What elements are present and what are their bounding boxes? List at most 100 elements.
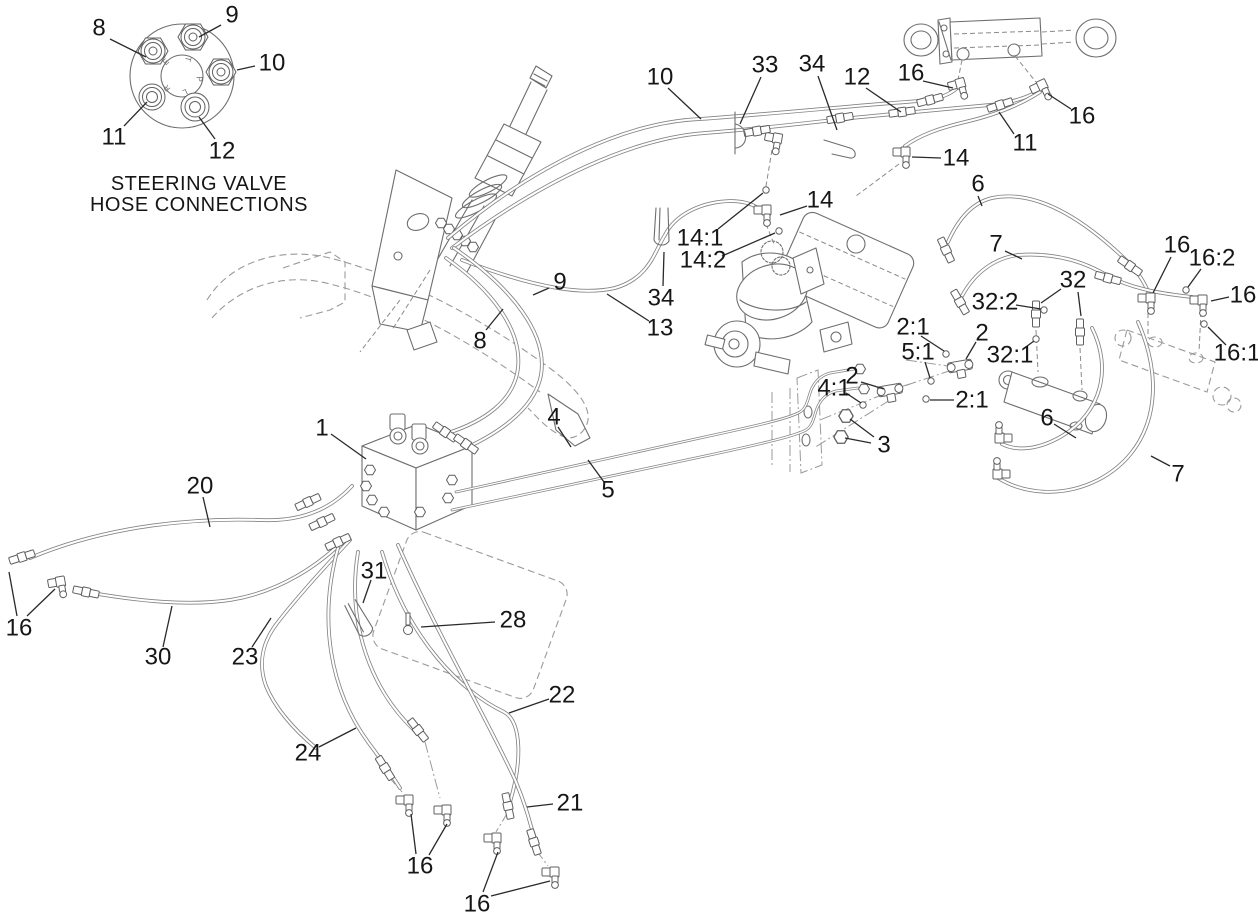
callout-leader-line [779, 205, 808, 216]
valve-port-letter: L [181, 87, 189, 97]
inset-fitting-8 [137, 37, 169, 65]
callout-label: 13 [647, 315, 674, 342]
callout-leader-line [420, 621, 496, 628]
callout-leader-line [965, 341, 977, 360]
elbow-fitting [541, 866, 560, 889]
lock-nut-3 [833, 430, 849, 444]
elbow-fitting [994, 421, 1013, 444]
callout-leader-line [508, 698, 550, 714]
elbow-fitting [1189, 294, 1208, 317]
callout-label: 32 [1060, 267, 1087, 294]
callout-leader-line [1053, 423, 1077, 439]
callout-leader-line [1015, 304, 1042, 310]
inset-caption-line1: STEERING VALVE [111, 173, 287, 195]
straight-fitting-32 [1031, 300, 1041, 328]
callout-label: 8 [92, 15, 105, 42]
callout-leader-line [123, 101, 148, 127]
callout-leader-line [1047, 93, 1072, 110]
callout-label: 16:2 [1189, 245, 1236, 272]
callout-leader-line [860, 381, 885, 390]
callout-leader-line [410, 813, 417, 855]
callout-leader-line [485, 308, 504, 331]
callout-label: 16 [464, 891, 491, 918]
steering-cylinder-drawing [903, 17, 1117, 83]
callout-leader-line [667, 87, 702, 120]
o-ring-14-1 [762, 186, 770, 194]
callout-leader-line [924, 361, 931, 379]
callout-label: 9 [553, 269, 566, 296]
callout-leader-line [428, 823, 448, 856]
callout-label: 14 [943, 145, 970, 172]
callout-leader-line [526, 803, 554, 808]
callout-label: 4:1 [817, 375, 850, 402]
callout-leader-line [998, 111, 1015, 135]
callout-label: 31 [361, 558, 388, 585]
callout-label: 16 [407, 853, 434, 880]
callout-leader-line [8, 571, 18, 617]
callout-label: 9 [225, 2, 238, 29]
valve-port-letter: R [162, 83, 173, 93]
callout-leader-line [606, 293, 650, 322]
callout-leader-line [1150, 455, 1171, 467]
callout-label: 16 [1164, 232, 1191, 259]
callout-leader-line [1187, 268, 1202, 288]
elbow-fitting [1137, 292, 1156, 315]
inset-caption: STEERING VALVE HOSE CONNECTIONS [90, 173, 308, 216]
callout-leader-line [844, 437, 872, 444]
callout-label: 16 [6, 615, 33, 642]
callout-label: 16 [1069, 103, 1096, 130]
hose-clamp-34 [823, 139, 856, 159]
hose-coupling [71, 584, 101, 600]
callout-label: 2 [845, 363, 858, 390]
callout-label: 14:1 [677, 225, 724, 252]
straight-fitting-32 [1075, 318, 1085, 346]
callout-label: 30 [145, 644, 172, 671]
hose-coupling [949, 287, 971, 317]
hose-coupling [915, 91, 945, 109]
hose-coupling [307, 511, 337, 533]
callout-label: 11 [102, 124, 127, 151]
callout-label: 20 [187, 473, 214, 500]
pump-drawing [704, 211, 915, 375]
callout-leader-line [911, 156, 942, 159]
hose-coupling [935, 235, 957, 265]
callout-leader-line [330, 433, 367, 460]
callout-leader-line [1210, 296, 1230, 302]
callout-label: 11 [1013, 130, 1038, 157]
callout-leader-line [717, 192, 764, 230]
elbow-fitting [946, 76, 970, 103]
tube-nut [858, 383, 870, 395]
callout-label: 6 [971, 171, 984, 198]
callout-label: 34 [799, 51, 826, 78]
callout-leader-line [251, 617, 272, 648]
valve-port-letter: P [195, 76, 204, 81]
o-ring-5-1 [927, 377, 935, 385]
tee-fitting-2 [945, 358, 976, 381]
elbow-fitting [892, 146, 911, 169]
elbow-fitting [753, 204, 772, 227]
callout-label: 7 [1171, 461, 1184, 488]
callout-label: 14 [807, 187, 834, 214]
callout-label: 5 [601, 477, 614, 504]
elbow-fitting [483, 832, 502, 855]
o-ring-16-1 [1200, 320, 1208, 328]
o-ring-16-2 [1182, 286, 1190, 294]
callout-label: 7 [989, 231, 1002, 258]
o-ring-2-1 [942, 350, 950, 358]
valve-port-letter: T [183, 55, 193, 62]
callout-label: 16 [1230, 282, 1257, 309]
callout-label: 8 [473, 328, 486, 355]
callout-label: 32:1 [987, 342, 1034, 369]
elbow-fitting [395, 794, 414, 817]
callout-label: 22 [549, 682, 576, 709]
callout-leader-line [1022, 340, 1035, 350]
callout-leader-line [587, 459, 605, 483]
callout-leader-line [662, 251, 665, 287]
callout-leader-line [198, 24, 222, 38]
o-ring-14-2 [775, 227, 783, 235]
valve-block-drawing [360, 413, 473, 531]
callout-leader-line [922, 80, 954, 89]
